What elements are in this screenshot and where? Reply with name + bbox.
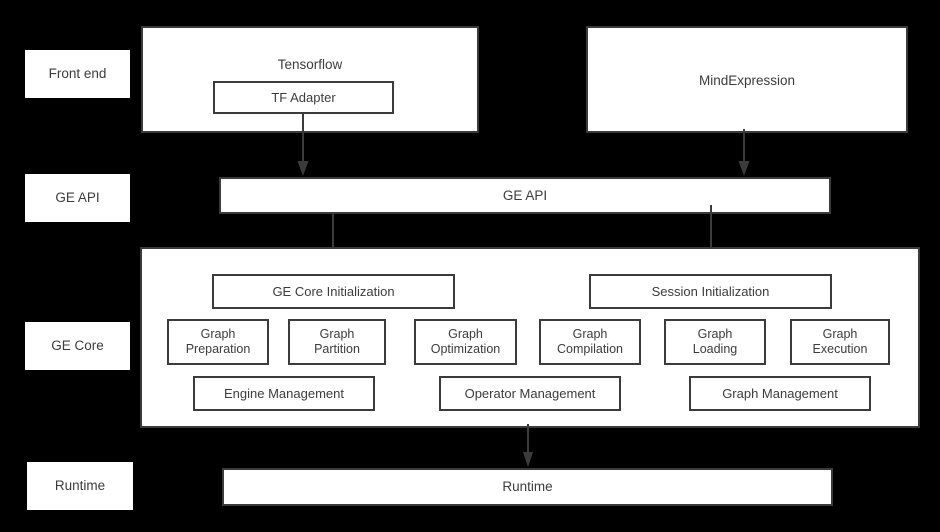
engine-management-label: Engine Management (224, 385, 344, 401)
graph-loading-label: Graph Loading (692, 327, 738, 356)
tensorflow-title: Tensorflow (277, 57, 343, 72)
layer-label-front-end-text: Front end (48, 66, 107, 82)
session-initialization-box[interactable]: Session Initialization (589, 274, 832, 309)
graph-management-box[interactable]: Graph Management (689, 376, 871, 411)
mindexpression-title: MindExpression (698, 73, 796, 88)
graph-optimization-box[interactable]: Graph Optimization (414, 319, 517, 365)
layer-label-front-end: Front end (25, 50, 130, 98)
ge-core-initialization-box[interactable]: GE Core Initialization (212, 274, 455, 309)
tensorflow-container[interactable]: Tensorflow (141, 26, 479, 133)
graph-compilation-box[interactable]: Graph Compilation (539, 319, 641, 365)
graph-management-label: Graph Management (722, 385, 838, 401)
layer-label-runtime-text: Runtime (54, 478, 106, 494)
ge-core-initialization-label: GE Core Initialization (272, 283, 395, 299)
arrow-tf-adapter-to-ge-api (296, 128, 310, 177)
tf-adapter-label: TF Adapter (271, 89, 336, 105)
graph-preparation-label: Graph Preparation (185, 327, 251, 356)
graph-partition-box[interactable]: Graph Partition (288, 319, 386, 365)
graph-loading-box[interactable]: Graph Loading (664, 319, 766, 365)
layer-label-ge-core-text: GE Core (51, 338, 104, 354)
runtime-bar-label: Runtime (502, 479, 553, 495)
runtime-bar[interactable]: Runtime (222, 468, 833, 506)
layer-label-ge-core: GE Core (25, 322, 130, 370)
connector-tf-adapter-stub (302, 114, 304, 128)
layer-label-ge-api-text: GE API (55, 190, 100, 206)
graph-optimization-label: Graph Optimization (430, 327, 501, 356)
operator-management-label: Operator Management (464, 385, 596, 401)
arrow-ge-core-to-runtime (521, 424, 535, 468)
layer-label-runtime: Runtime (27, 462, 133, 510)
graph-compilation-label: Graph Compilation (556, 327, 623, 356)
tf-adapter-box[interactable]: TF Adapter (213, 81, 394, 114)
graph-preparation-box[interactable]: Graph Preparation (167, 319, 269, 365)
layer-label-ge-api: GE API (25, 174, 130, 222)
graph-partition-label: Graph Partition (314, 327, 360, 356)
ge-api-bar[interactable]: GE API (219, 177, 831, 214)
ge-api-bar-label: GE API (502, 187, 548, 203)
graph-execution-box[interactable]: Graph Execution (790, 319, 890, 365)
mindexpression-container[interactable]: MindExpression (586, 26, 908, 133)
operator-management-box[interactable]: Operator Management (439, 376, 621, 411)
arrow-mindexpression-to-ge-api (737, 129, 751, 177)
graph-execution-label: Graph Execution (812, 327, 868, 356)
engine-management-box[interactable]: Engine Management (193, 376, 375, 411)
session-initialization-label: Session Initialization (651, 283, 770, 299)
